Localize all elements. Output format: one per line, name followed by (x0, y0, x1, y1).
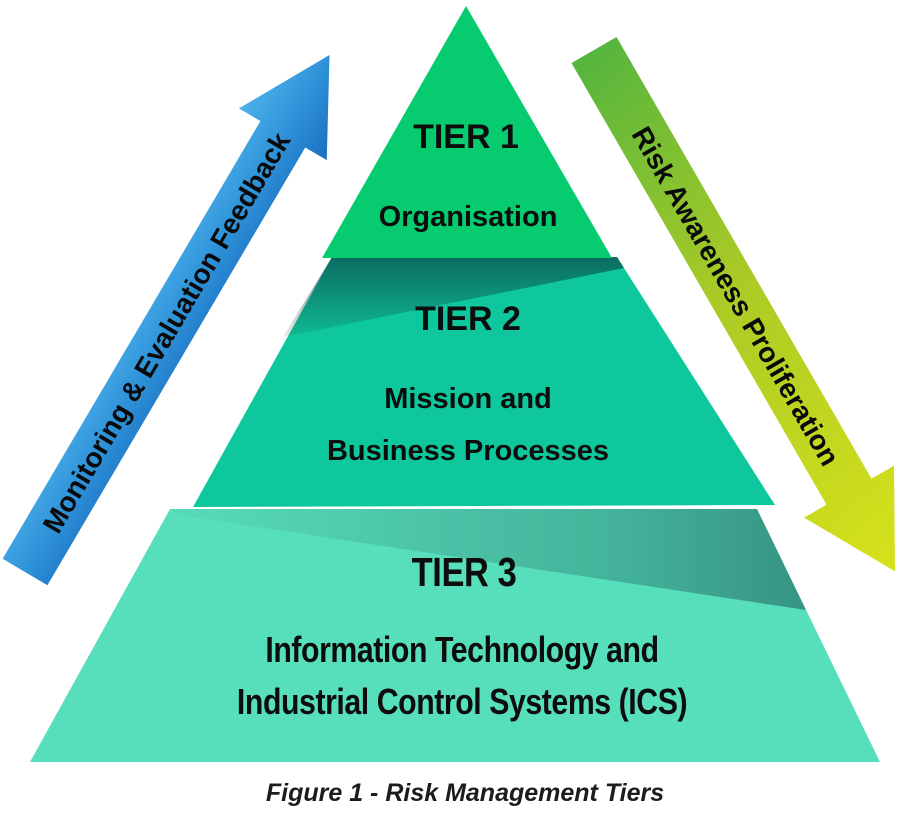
down-arrow-icon (571, 37, 895, 572)
tier-1-line-1: Organisation (379, 201, 558, 233)
tier-1-body (322, 6, 612, 258)
tier-2-line-2: Business Processes (327, 435, 609, 467)
tier-2-line-1: Mission and (384, 383, 552, 415)
figure-caption: Figure 1 - Risk Management Tiers (265, 779, 665, 807)
tier-2-title: TIER 2 (415, 300, 521, 338)
tier-2-shape: TIER 2 Mission and Business Processes (193, 257, 775, 507)
tier-3-shape: TIER 3 Information Technology and Indust… (30, 509, 880, 762)
tier-2-fold-shadow (283, 257, 624, 337)
tier-3-fold-shadow (170, 509, 806, 610)
up-arrow-icon (2, 55, 330, 586)
tier-3-line-2: Industrial Control Systems (ICS) (237, 683, 687, 723)
tier-1-title: TIER 1 (413, 118, 519, 156)
tier-3-line-1: Information Technology and (265, 631, 658, 671)
tier-1-shape: TIER 1 Organisation (322, 6, 612, 258)
tier-3-title: TIER 3 (412, 550, 517, 595)
